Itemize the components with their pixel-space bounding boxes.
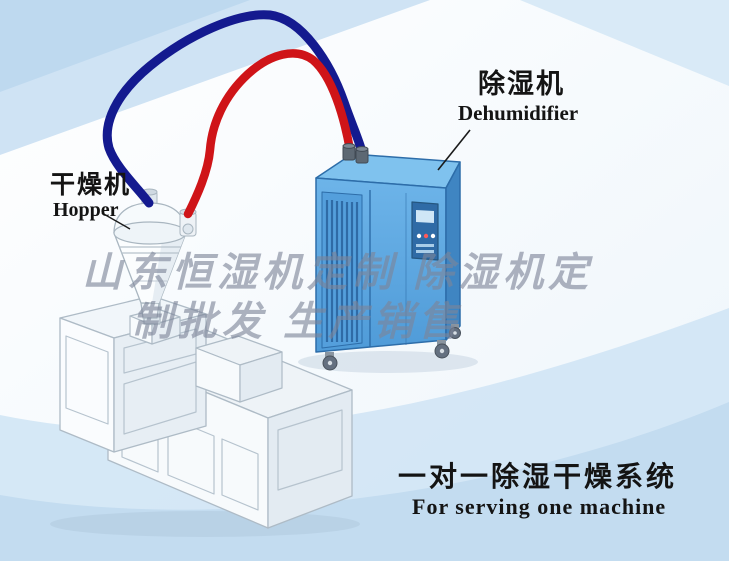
dehumidifier-wheels [322, 324, 461, 371]
caption-en: For serving one machine [412, 494, 667, 519]
extruder-panel [221, 438, 259, 511]
extruder-machine [59, 295, 353, 529]
extruder-end-panel [277, 409, 343, 491]
dehumidifier-top-fittings [342, 143, 369, 164]
control-panel-display [416, 210, 434, 223]
return-air-pipe-blue [102, 10, 367, 208]
dehumidifier-shadow [298, 351, 478, 373]
dehumidifier-machine [315, 153, 461, 371]
hopper-cone-shading [152, 233, 186, 303]
background-band-top-right [520, 0, 729, 86]
hopper-leader-line [101, 212, 131, 230]
dehumidifier-label-cn: 除湿机 [478, 69, 565, 99]
dehumidifier-vent-slats [325, 200, 359, 342]
extruder-panel [65, 335, 109, 425]
hopper-label-en: Hopper [53, 199, 119, 221]
dry-air-pipe-red [183, 49, 355, 219]
watermark-line2: 制批发 生产销售 [132, 300, 464, 344]
background-sweep-bottom-inner [0, 402, 729, 561]
dehumidifier-label-en: Dehumidifier [458, 101, 579, 125]
extruder-panel [167, 416, 215, 495]
extruder-shadow [50, 511, 360, 537]
dehumidifier-leader-line [437, 129, 471, 171]
extruder-panel [123, 361, 197, 435]
dehumidifier-side [445, 161, 461, 341]
hopper-label-cn: 干燥机 [50, 171, 132, 199]
caption-cn: 一对一除湿干燥系统 [398, 461, 678, 492]
watermark-line1: 山东恒湿机定制 除湿机定 [82, 251, 594, 295]
background-band-top-inner [0, 0, 250, 92]
